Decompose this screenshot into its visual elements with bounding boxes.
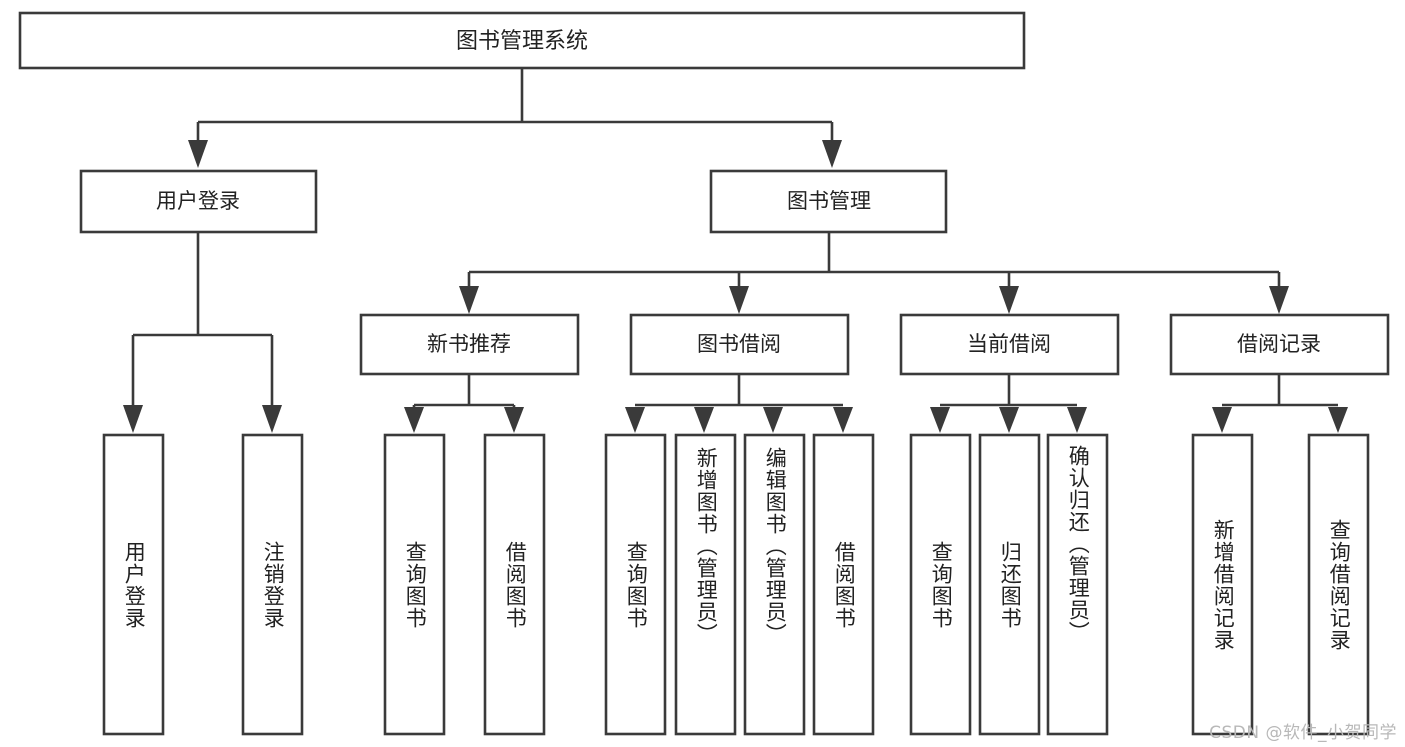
node-user-login[interactable]: 用户登录 [79, 169, 318, 234]
node-borrow-record-box[interactable] [1169, 313, 1390, 376]
arrow-head-icon [504, 407, 524, 433]
arrow-head-icon [123, 405, 143, 433]
node-new-book-recommend[interactable]: 新书推荐 [359, 313, 580, 376]
connector-newbook-to-leaves [404, 374, 524, 433]
node-book-borrow-box[interactable] [629, 313, 850, 376]
leaf-box-return-book[interactable] [978, 433, 1041, 736]
node-current-borrow-label: 当前借阅 [967, 332, 1051, 356]
leaf-box-user-login[interactable] [102, 433, 165, 736]
connector-userlogin-to-leaves [123, 232, 282, 433]
node-book-management-label: 图书管理 [787, 189, 871, 213]
leaf-box-query-book-3[interactable] [909, 433, 972, 736]
leaf-box-confirm-return-admin[interactable] [1046, 433, 1109, 736]
arrow-head-icon [822, 140, 842, 168]
node-book-management[interactable]: 图书管理 [709, 169, 948, 234]
connector-bookborrow-to-leaves [625, 374, 853, 433]
node-book-borrow-label: 图书借阅 [697, 332, 781, 356]
watermark-text: CSDN @软件_小贺同学 [1209, 723, 1397, 743]
arrow-head-icon [999, 286, 1019, 314]
connector-root-to-level2 [188, 68, 842, 168]
arrow-head-icon [694, 407, 714, 433]
leaf-box-query-borrow-record[interactable] [1307, 433, 1370, 736]
arrow-head-icon [729, 286, 749, 314]
leaf-box-borrow-book-2[interactable] [812, 433, 875, 736]
leaf-box-borrow-book-1[interactable] [483, 433, 546, 736]
leaf-box-add-borrow-record[interactable] [1191, 433, 1254, 736]
arrow-head-icon [1212, 407, 1232, 433]
node-root-system[interactable]: 图书管理系统 [18, 11, 1026, 70]
connector-currentborrow-to-leaves [930, 374, 1087, 433]
arrow-head-icon [188, 140, 208, 168]
arrow-head-icon [459, 286, 479, 314]
node-borrow-record-label: 借阅记录 [1237, 332, 1321, 356]
arrow-head-icon [404, 407, 424, 433]
leaf-box-query-book-1[interactable] [383, 433, 446, 736]
node-book-management-box[interactable] [709, 169, 948, 234]
arrow-head-icon [1067, 407, 1087, 433]
node-new-book-recommend-box[interactable] [359, 313, 580, 376]
node-new-book-recommend-label: 新书推荐 [427, 332, 511, 356]
arrow-head-icon [763, 407, 783, 433]
arrow-head-icon [930, 407, 950, 433]
leaf-box-query-book-2[interactable] [604, 433, 667, 736]
arrow-head-icon [1269, 286, 1289, 314]
node-user-login-label: 用户登录 [156, 189, 240, 213]
node-user-login-box[interactable] [79, 169, 318, 234]
node-book-borrow[interactable]: 图书借阅 [629, 313, 850, 376]
leaf-box-edit-book-admin[interactable] [743, 433, 806, 736]
node-root-box[interactable] [18, 11, 1026, 70]
leaf-box-logout[interactable] [241, 433, 304, 736]
node-borrow-record[interactable]: 借阅记录 [1169, 313, 1390, 376]
leaf-box-add-book-admin[interactable] [674, 433, 737, 736]
arrow-head-icon [625, 407, 645, 433]
arrow-head-icon [1328, 407, 1348, 433]
arrow-head-icon [999, 407, 1019, 433]
node-root-label: 图书管理系统 [456, 29, 588, 54]
arrow-head-icon [262, 405, 282, 433]
node-current-borrow[interactable]: 当前借阅 [899, 313, 1120, 376]
arrow-head-icon [833, 407, 853, 433]
connector-borrowrecord-to-leaves [1212, 374, 1348, 433]
connector-bookmgmt-to-level3 [459, 232, 1289, 314]
node-current-borrow-box[interactable] [899, 313, 1120, 376]
